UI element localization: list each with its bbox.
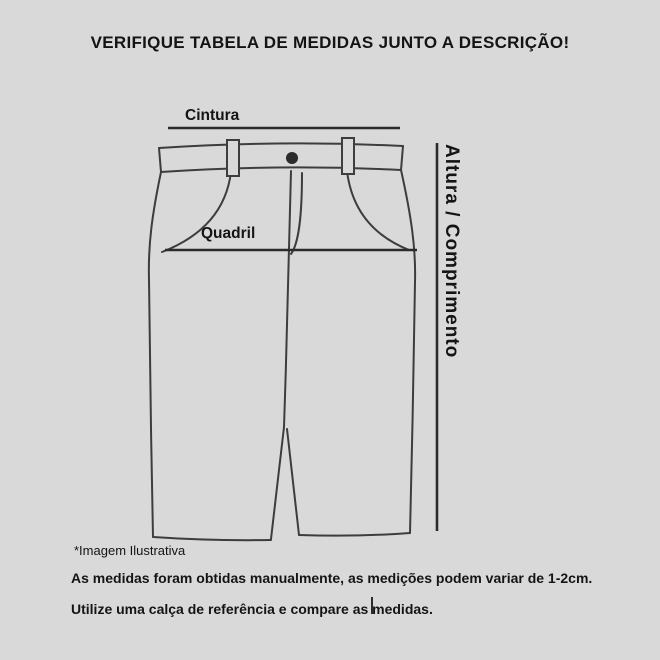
measurement-note-line1: As medidas foram obtidas manualmente, as… xyxy=(71,570,593,586)
pants-outline-drawing xyxy=(147,137,417,542)
waistband-right-edge xyxy=(400,145,404,171)
right-pocket-curve xyxy=(346,170,410,251)
waistband-bottom-line xyxy=(160,166,402,173)
waist-button xyxy=(286,152,298,164)
stray-mark xyxy=(371,597,373,614)
right-outer-seam xyxy=(400,169,417,534)
left-pocket-curve xyxy=(161,171,232,253)
waistband-left-edge xyxy=(158,147,162,173)
measurement-lines xyxy=(165,126,439,531)
measurement-note-line2: Utilize uma calça de referência e compar… xyxy=(71,601,433,617)
length-label: Altura / Comprimento xyxy=(441,144,462,359)
hip-label: Quadril xyxy=(201,225,256,242)
left-hem xyxy=(152,536,272,542)
left-outer-seam xyxy=(147,171,162,538)
left-inner-seam xyxy=(270,426,285,540)
center-seam xyxy=(283,170,292,428)
page-title: VERIFIQUE TABELA DE MEDIDAS JUNTO A DESC… xyxy=(90,33,570,52)
waist-label: Cintura xyxy=(185,107,240,124)
right-hem xyxy=(298,532,411,537)
waistband-top-line xyxy=(158,142,404,149)
right-inner-seam xyxy=(286,428,300,536)
belt-loop-right xyxy=(341,137,355,175)
belt-loop-left xyxy=(226,139,240,177)
fly-seam xyxy=(290,172,303,255)
illustrative-note: *Imagem Ilustrativa xyxy=(74,543,186,558)
